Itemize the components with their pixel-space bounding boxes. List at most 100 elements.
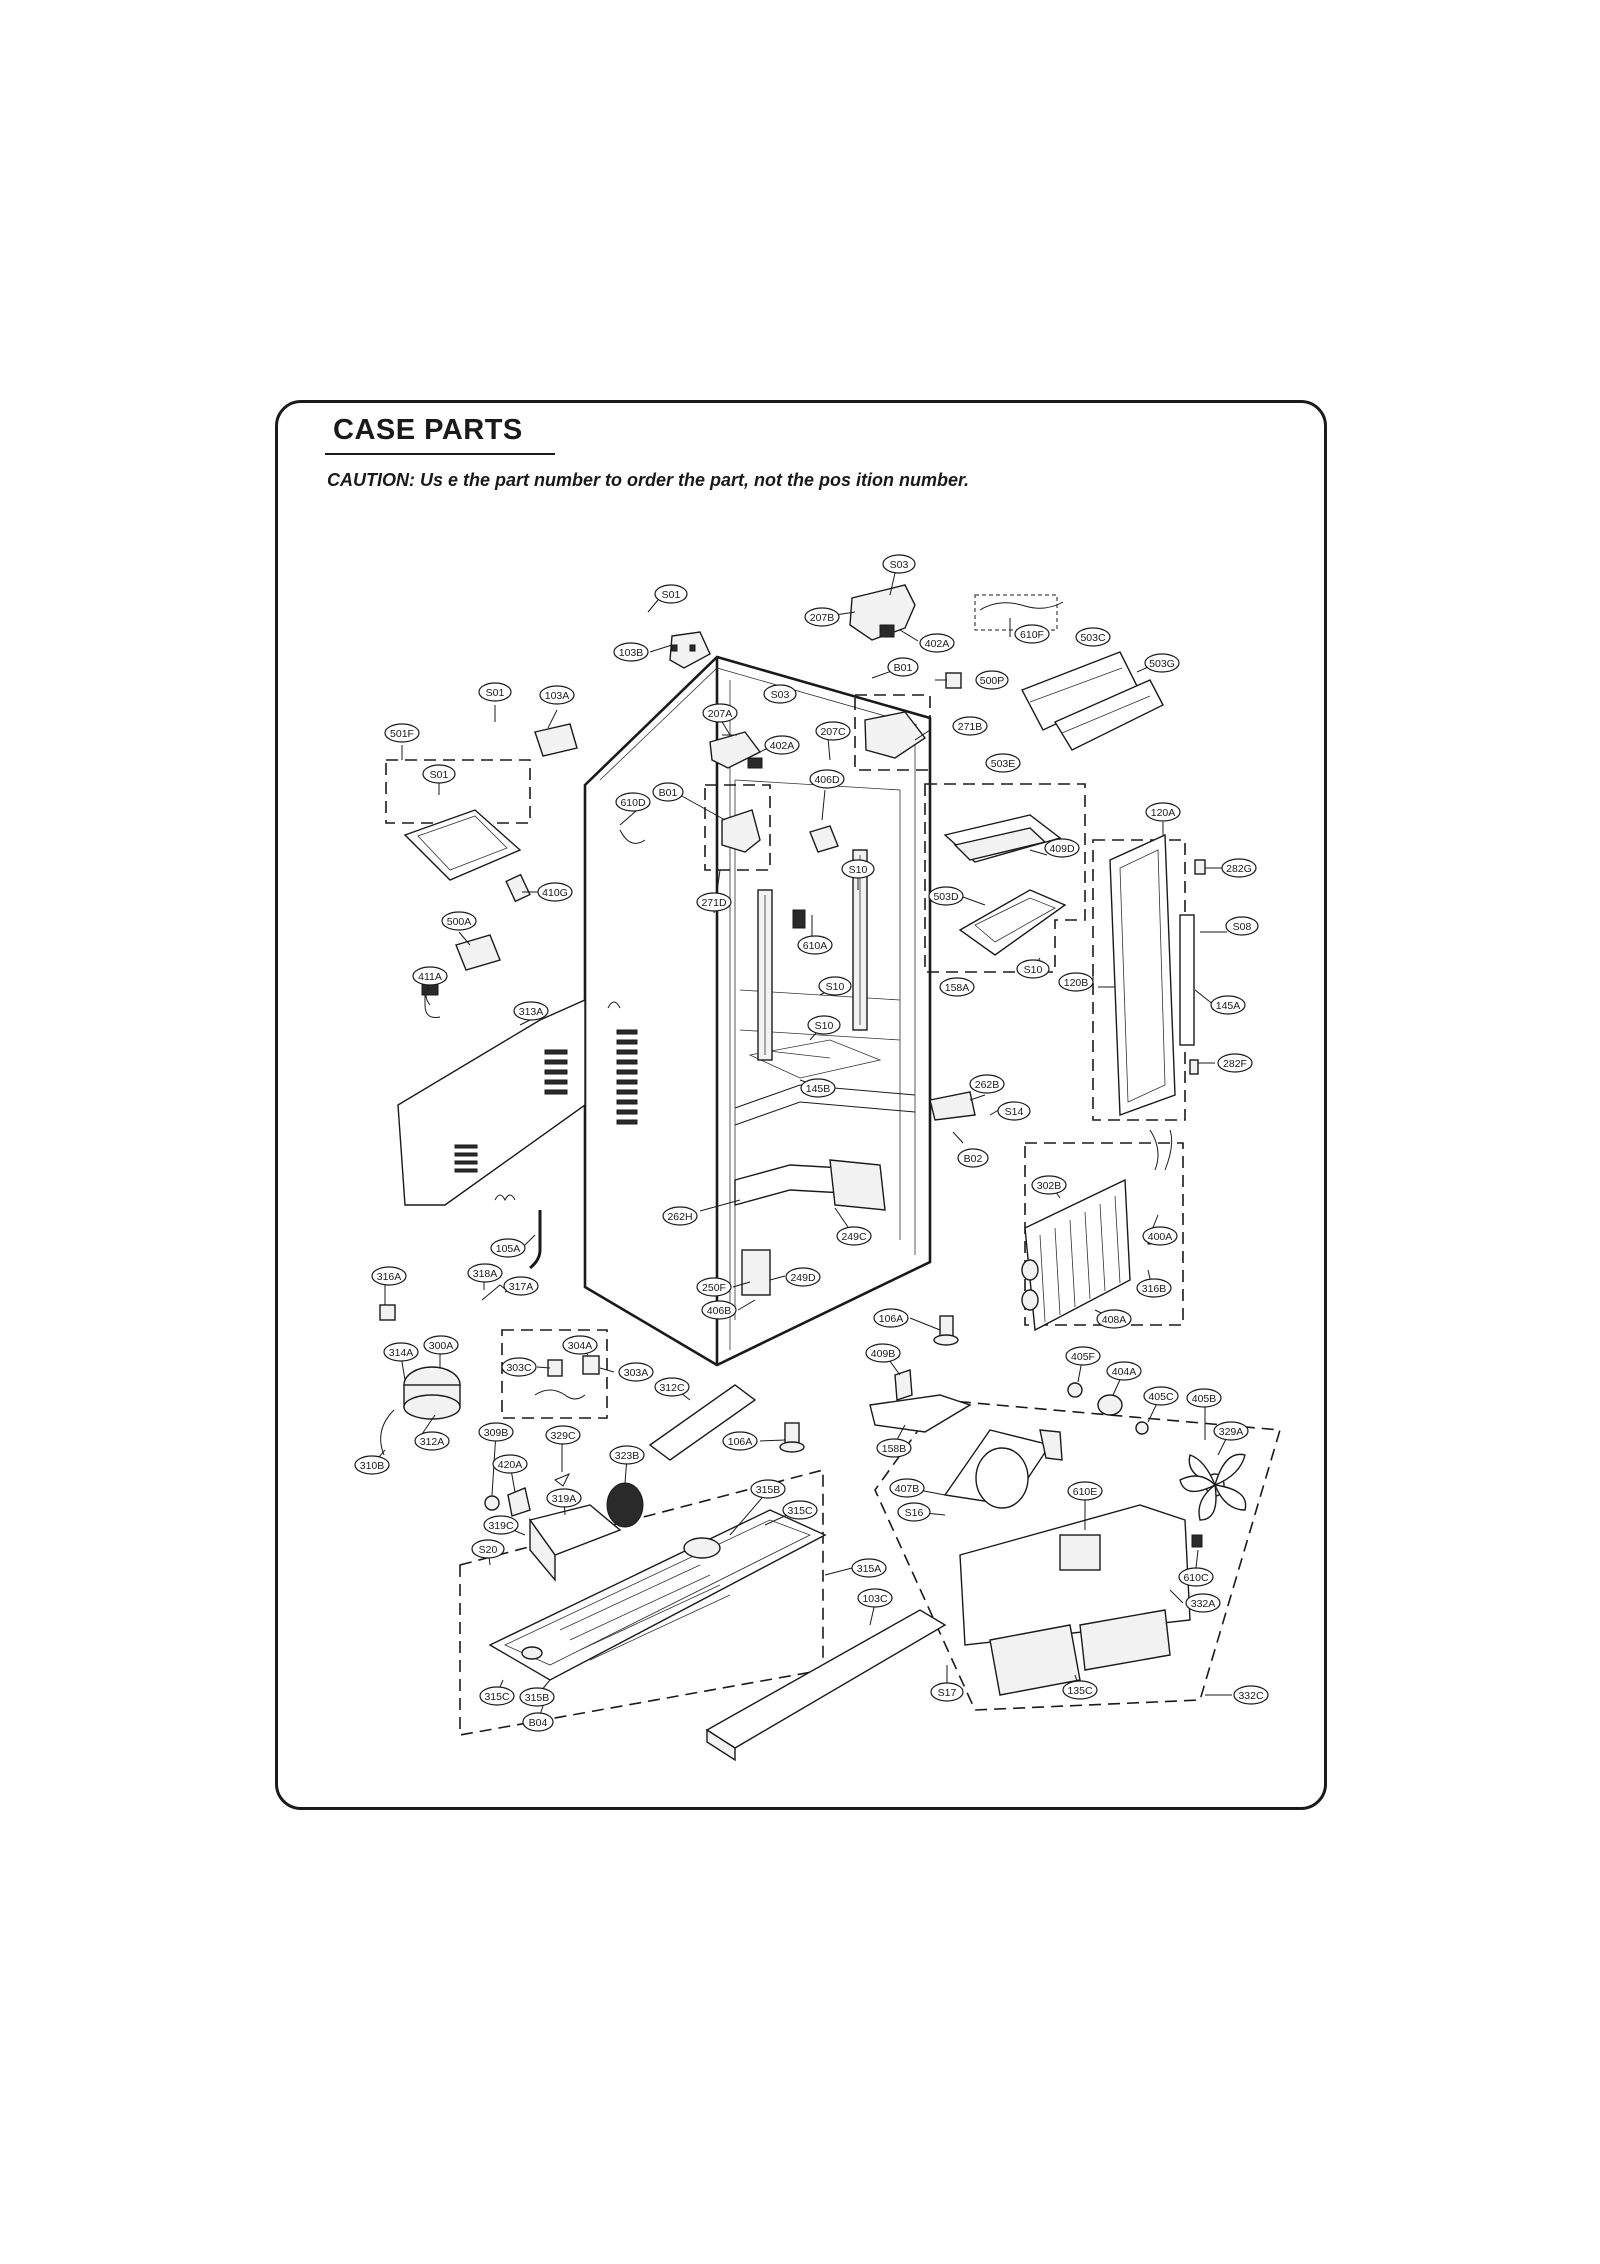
callout-404a: 404A [1106, 1361, 1142, 1381]
svg-text:207A: 207A [708, 708, 733, 720]
svg-text:313A: 313A [519, 1006, 544, 1018]
callout-207a: 207A [702, 703, 738, 723]
left-side-parts [379, 809, 586, 1321]
svg-text:610A: 610A [803, 940, 828, 952]
svg-text:145A: 145A [1216, 1000, 1241, 1012]
svg-text:610D: 610D [620, 797, 646, 809]
callout-303c: 303C [501, 1357, 537, 1377]
svg-text:503D: 503D [933, 891, 959, 903]
callout-610c: 610C [1178, 1567, 1214, 1587]
svg-text:262B: 262B [975, 1079, 1000, 1091]
callout-103a: 103A [539, 685, 575, 705]
callout-s17: S17 [930, 1682, 964, 1702]
svg-text:323B: 323B [615, 1450, 640, 1462]
svg-text:S08: S08 [1233, 921, 1252, 933]
compressor-group [380, 1355, 805, 1582]
svg-text:319C: 319C [488, 1520, 514, 1532]
callout-312c: 312C [654, 1377, 690, 1397]
callout-b04: B04 [522, 1712, 554, 1732]
callout-315b-top: 315B [750, 1479, 786, 1499]
callout-s03-top: S03 [882, 554, 916, 574]
svg-text:315A: 315A [857, 1563, 882, 1575]
svg-text:410G: 410G [542, 887, 568, 899]
svg-text:404A: 404A [1112, 1366, 1137, 1378]
callout-409b: 409B [865, 1343, 901, 1363]
svg-text:249C: 249C [841, 1231, 867, 1243]
callout-500p: 500P [975, 670, 1009, 690]
callout-503g: 503G [1144, 653, 1180, 673]
callout-318a: 318A [467, 1263, 503, 1283]
callout-405b: 405B [1186, 1388, 1222, 1408]
svg-text:303C: 303C [506, 1362, 532, 1374]
svg-text:503E: 503E [991, 758, 1016, 770]
svg-text:103C: 103C [862, 1593, 888, 1605]
callout-323b: 323B [609, 1445, 645, 1465]
svg-text:262H: 262H [667, 1211, 692, 1223]
svg-text:317A: 317A [509, 1281, 534, 1293]
callout-329a: 329A [1213, 1421, 1249, 1441]
callout-319a: 319A [546, 1488, 582, 1508]
svg-text:332A: 332A [1191, 1598, 1216, 1610]
callout-405f: 405F [1065, 1346, 1101, 1366]
svg-text:271B: 271B [958, 721, 983, 733]
callout-610e: 610E [1067, 1481, 1103, 1501]
svg-text:315B: 315B [525, 1692, 550, 1704]
svg-text:402A: 402A [925, 638, 950, 650]
callout-262h: 262H [662, 1206, 698, 1226]
fan-blade [1179, 1453, 1247, 1521]
svg-text:158A: 158A [945, 982, 970, 994]
callout-402a-top: 402A [919, 633, 955, 653]
callout-314a: 314A [383, 1342, 419, 1362]
callout-405c: 405C [1143, 1386, 1179, 1406]
svg-text:250F: 250F [702, 1282, 726, 1294]
cabinet [583, 655, 932, 1367]
callout-s01-tray: S01 [422, 764, 456, 784]
svg-text:500P: 500P [980, 675, 1005, 687]
callout-300a: 300A [423, 1335, 459, 1355]
callout-309b: 309B [478, 1422, 514, 1442]
svg-text:103B: 103B [619, 647, 644, 659]
top-hinges [534, 584, 1164, 853]
caution-note: CAUTION: Us e the part number to order t… [327, 470, 970, 490]
callout-316a: 316A [371, 1266, 407, 1286]
svg-text:120A: 120A [1151, 807, 1176, 819]
callout-249d: 249D [785, 1267, 821, 1287]
callout-317a: 317A [503, 1276, 539, 1296]
callout-420a: 420A [492, 1454, 528, 1474]
callout-332c: 332C [1233, 1685, 1269, 1705]
svg-text:120B: 120B [1064, 977, 1089, 989]
callout-503c: 503C [1075, 627, 1111, 647]
svg-text:400A: 400A [1148, 1231, 1173, 1243]
callout-s10-a: S10 [841, 859, 875, 879]
svg-text:207B: 207B [810, 612, 835, 624]
callout-501f: 501F [384, 723, 420, 743]
svg-text:145B: 145B [806, 1083, 831, 1095]
svg-text:318A: 318A [473, 1268, 498, 1280]
title-underline [325, 453, 555, 455]
callout-315b-bottom: 315B [519, 1687, 555, 1707]
svg-text:329C: 329C [550, 1430, 576, 1442]
callout-302b: 302B [1031, 1175, 1067, 1195]
callout-315a: 315A [851, 1558, 887, 1578]
callout-319c: 319C [483, 1515, 519, 1535]
svg-text:158B: 158B [882, 1443, 907, 1455]
svg-text:405F: 405F [1071, 1351, 1095, 1363]
callout-s08: S08 [1225, 916, 1259, 936]
svg-text:135C: 135C [1067, 1685, 1093, 1697]
svg-text:S14: S14 [1005, 1106, 1024, 1118]
svg-text:103A: 103A [545, 690, 570, 702]
callout-402a-mid: 402A [764, 735, 800, 755]
svg-text:B04: B04 [529, 1717, 548, 1729]
svg-text:315B: 315B [756, 1484, 781, 1496]
callout-158b: 158B [876, 1438, 912, 1458]
callout-s01-left: S01 [478, 682, 512, 702]
svg-text:S10: S10 [1024, 964, 1043, 976]
callout-271d: 271D [696, 892, 732, 912]
callout-145b: 145B [800, 1078, 836, 1098]
callout-s01-top: S01 [654, 584, 688, 604]
svg-text:405C: 405C [1148, 1391, 1174, 1403]
svg-text:B01: B01 [659, 787, 678, 799]
svg-text:S10: S10 [826, 981, 845, 993]
callout-310b: 310B [354, 1455, 390, 1475]
